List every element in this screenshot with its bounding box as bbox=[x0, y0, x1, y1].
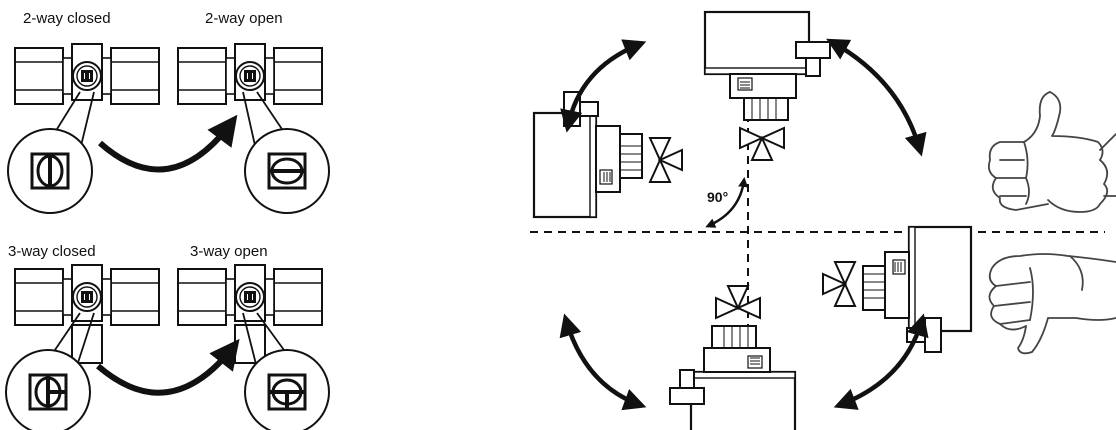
thumbs-up-icon bbox=[987, 91, 1116, 213]
valve-3-way-closed bbox=[14, 264, 160, 326]
actuator-right bbox=[823, 227, 971, 352]
valve-2-way-open bbox=[177, 43, 323, 105]
label-2-way-closed: 2-way closed bbox=[23, 10, 111, 27]
rotation-arrow-bottom-left bbox=[559, 313, 647, 411]
label-2-way-open: 2-way open bbox=[205, 10, 283, 27]
label-3-way-open: 3-way open bbox=[190, 243, 268, 260]
magnifier-3-way-open bbox=[244, 349, 330, 430]
valve-3-way-open bbox=[177, 264, 323, 326]
actuator-bottom bbox=[670, 286, 795, 430]
magnifier-2-way-open bbox=[244, 128, 330, 214]
magnifier-2-way-closed bbox=[7, 128, 93, 214]
rotation-arrow-bottom-right bbox=[833, 313, 929, 410]
actuator-top bbox=[705, 12, 830, 160]
angle-arrow bbox=[705, 177, 749, 228]
angle-label: 90° bbox=[707, 189, 728, 205]
rotation-arrow-top-left bbox=[560, 39, 647, 133]
thumbs-down-icon bbox=[988, 253, 1116, 355]
valve-2-way-closed bbox=[14, 43, 160, 105]
actuator-left bbox=[534, 92, 682, 217]
label-3-way-closed: 3-way closed bbox=[8, 243, 96, 260]
rotation-arrow-top-right bbox=[826, 38, 927, 157]
magnifier-3-way-closed bbox=[5, 349, 91, 430]
arrow-2-way bbox=[98, 114, 238, 173]
arrow-3-way bbox=[96, 338, 240, 396]
